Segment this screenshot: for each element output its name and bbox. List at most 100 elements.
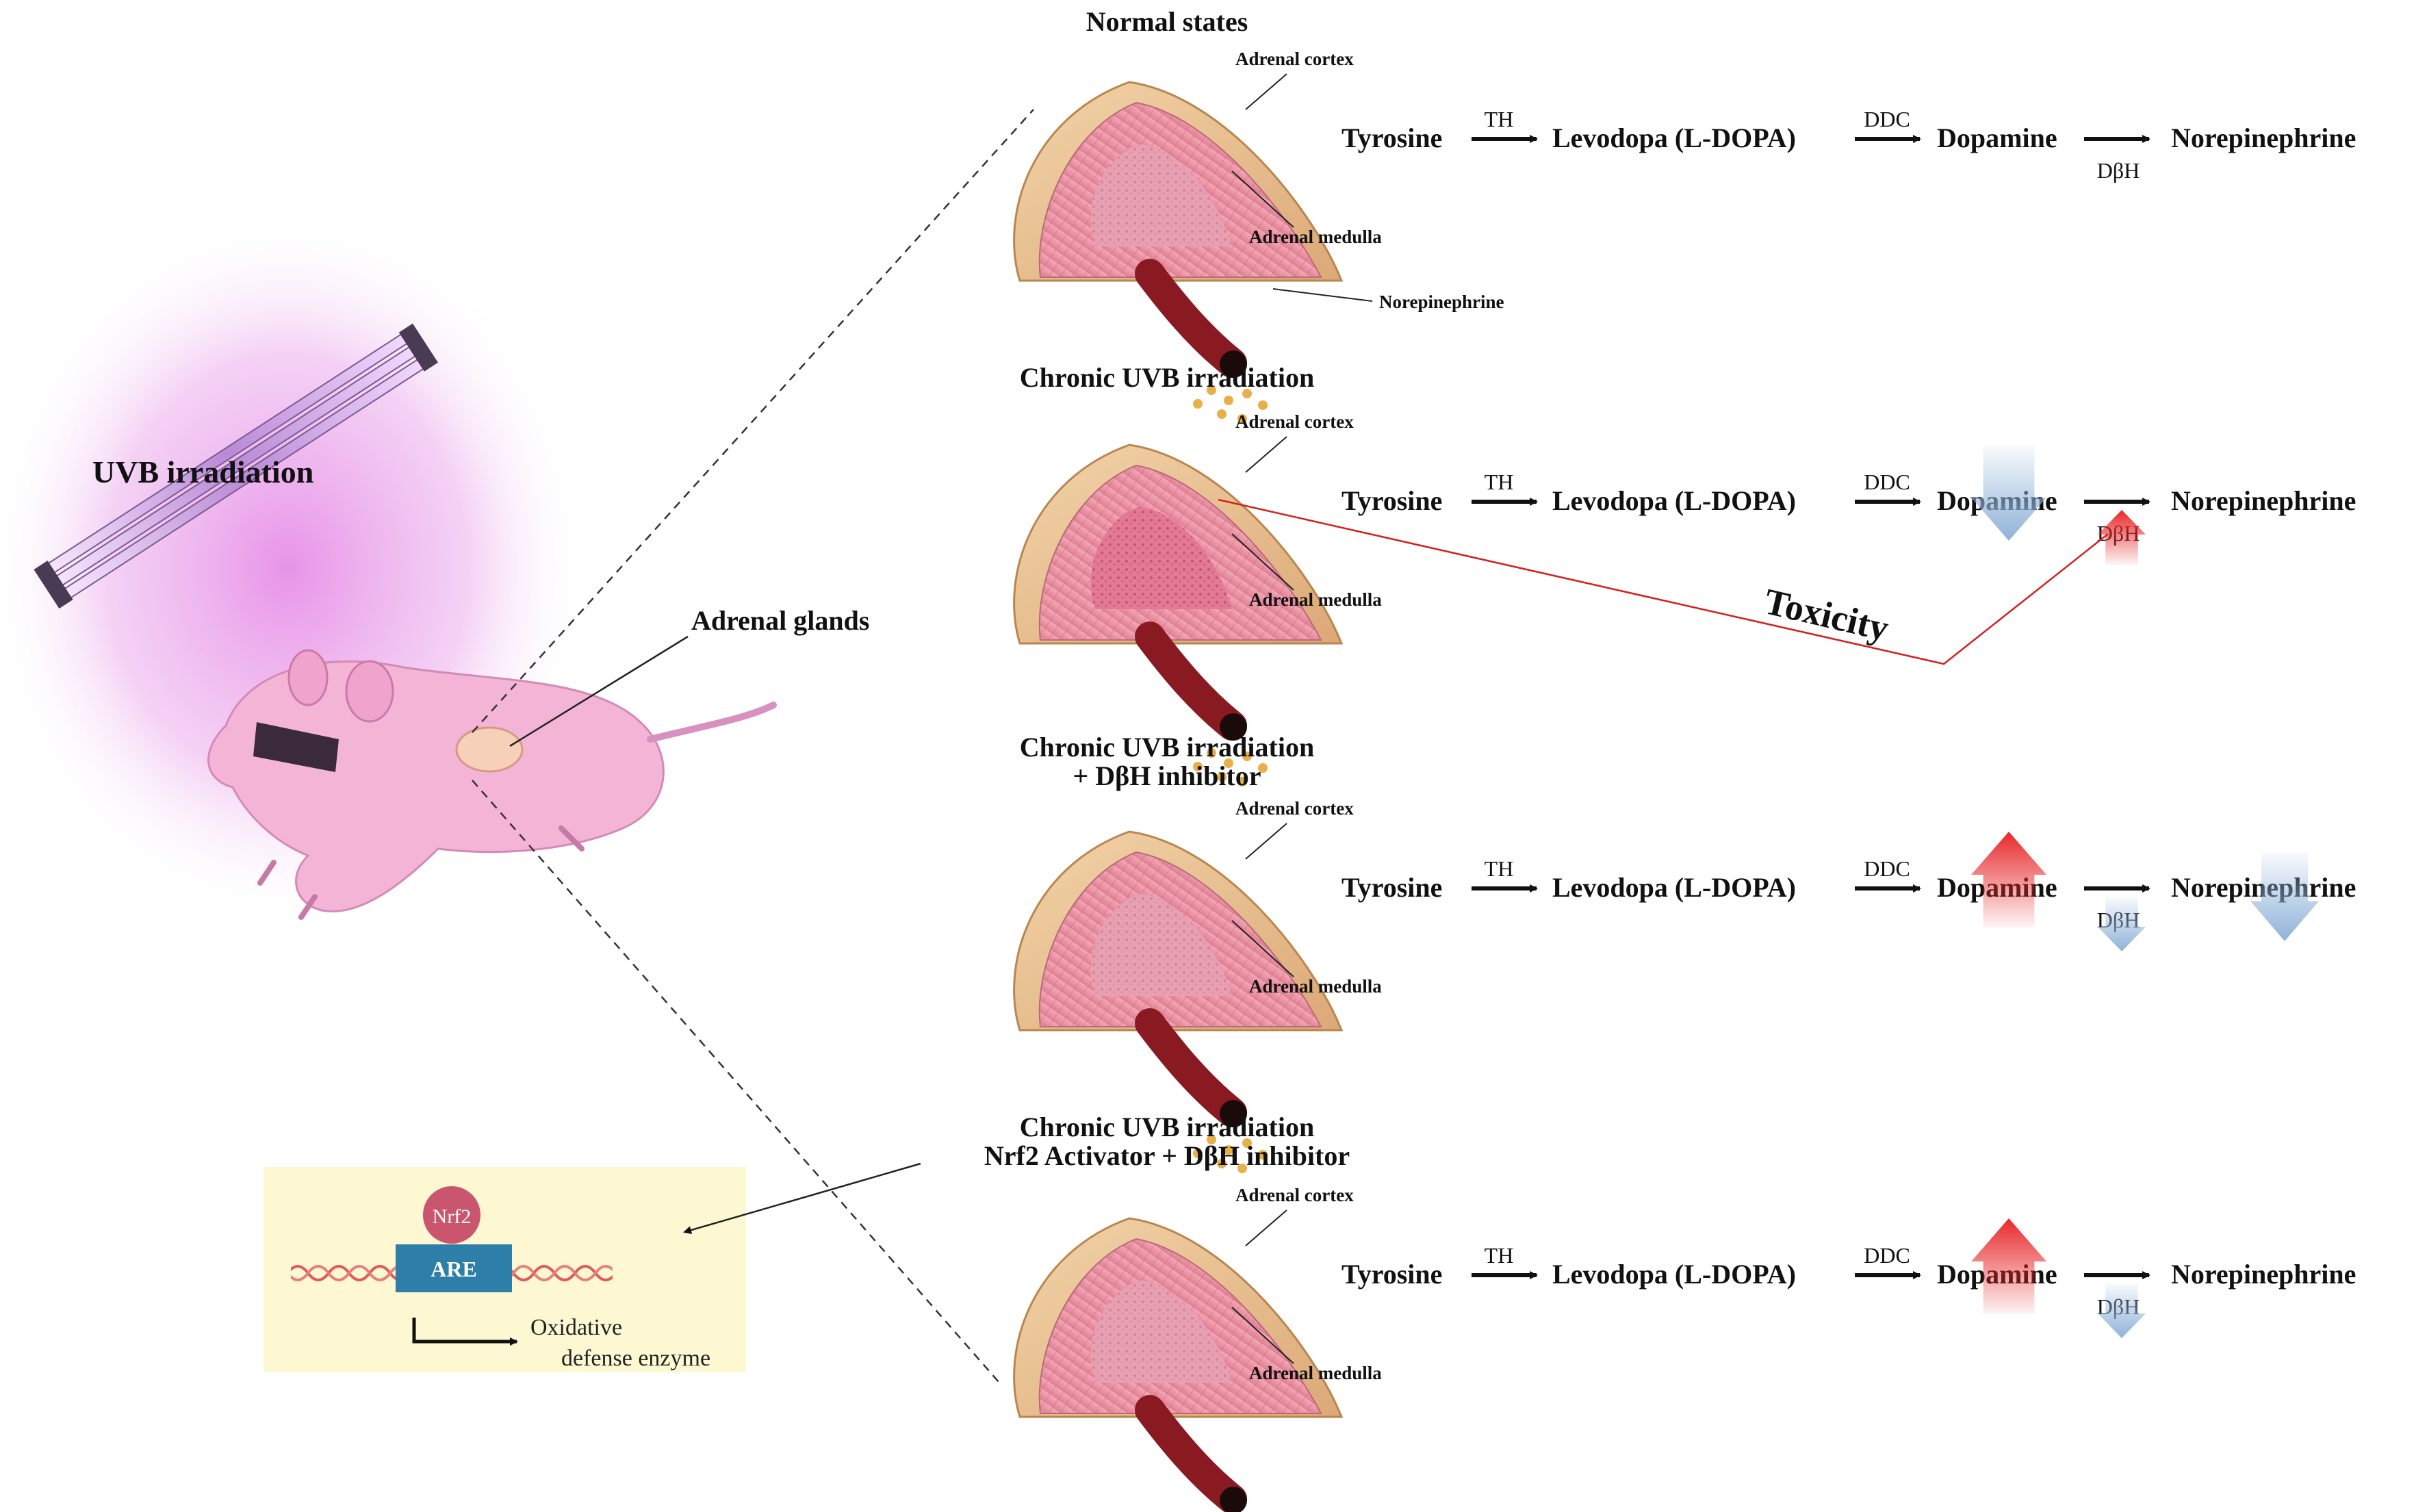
adrenal-gland-spot xyxy=(455,726,524,773)
tyrosine-label: Tyrosine xyxy=(1341,1259,1442,1290)
secretion-dot xyxy=(1242,389,1252,398)
th-label: TH xyxy=(1485,470,1514,494)
norepinephrine-label: Norepinephrine xyxy=(2171,123,2356,153)
vessel-lumen xyxy=(1220,1487,1247,1512)
toxicity-annotation: Toxicity xyxy=(1218,498,2109,665)
th-label: TH xyxy=(1485,107,1514,131)
secretion-dot xyxy=(1207,1135,1216,1144)
panel-subtitle: + DβH inhibitor xyxy=(1073,760,1261,791)
medulla-pointer xyxy=(1231,920,1294,977)
adrenal-cortex-label: Adrenal cortex xyxy=(1235,411,1354,432)
ldopa-label: Levodopa (L-DOPA) xyxy=(1552,123,1796,153)
dopamine-up-arrow xyxy=(1971,1218,2046,1314)
nrf2-label: Nrf2 xyxy=(433,1205,472,1228)
toxicity-label: Toxicity xyxy=(1760,580,1892,649)
blood-vessel xyxy=(1135,259,1247,378)
cortex-pointer xyxy=(1245,73,1287,110)
nrf2-pointer-line xyxy=(683,1162,921,1234)
secretion-dot xyxy=(1242,1138,1252,1148)
secretion-dot xyxy=(1217,772,1227,782)
secretion-dot xyxy=(1237,1164,1247,1173)
ldopa-label: Levodopa (L-DOPA) xyxy=(1552,485,1796,516)
are-label: ARE xyxy=(431,1257,477,1281)
adrenal-medulla-label: Adrenal medulla xyxy=(1249,589,1382,610)
secretion-dot xyxy=(1217,1159,1227,1168)
tyrosine-label: Tyrosine xyxy=(1341,872,1442,903)
ddc-label: DDC xyxy=(1864,107,1910,131)
norepinephrine-pointer xyxy=(1272,288,1373,302)
adrenal-medulla xyxy=(1090,507,1232,609)
secretion-dot xyxy=(1258,763,1268,773)
adrenal-medulla-label: Adrenal medulla xyxy=(1249,227,1382,247)
output-line1: Oxidative xyxy=(530,1315,622,1340)
medulla-pointer xyxy=(1231,170,1294,228)
adrenal-cross-section xyxy=(1013,81,1344,424)
norepinephrine-label: Norepinephrine xyxy=(2171,485,2356,516)
secretion-dot xyxy=(1193,1149,1203,1158)
cortex-pointer xyxy=(1245,823,1287,860)
adrenal-pointer-line xyxy=(509,635,689,747)
dbh-label: DβH xyxy=(2097,158,2140,183)
nrf2-circle xyxy=(423,1186,480,1244)
secretion-dot xyxy=(1224,758,1233,768)
dopamine-up-arrow xyxy=(1971,832,2046,927)
zoom-line-bottom xyxy=(472,780,1000,1383)
transcription-arrow xyxy=(412,1318,518,1346)
ddc-label: DDC xyxy=(1864,1243,1910,1268)
vessel-lumen xyxy=(1220,713,1247,741)
secretion-dot xyxy=(1237,777,1247,786)
th-label: TH xyxy=(1485,856,1514,881)
blood-vessel xyxy=(1135,622,1247,741)
cortex-pointer xyxy=(1245,1209,1287,1246)
panel-3: Chronic UVB irradiation + DβH inhibitorAd… xyxy=(1013,732,2356,1173)
dopamine-label: Dopamine xyxy=(1937,123,2057,153)
mouse-icon xyxy=(207,649,777,920)
panel-title: Chronic UVB irradiation xyxy=(1020,1112,1314,1142)
secretion-dot xyxy=(1237,414,1247,424)
are-box xyxy=(396,1244,512,1292)
secretion-dot xyxy=(1193,762,1203,771)
adrenal-medulla-label: Adrenal medulla xyxy=(1249,976,1382,997)
adrenal-cortex-label: Adrenal cortex xyxy=(1235,1185,1354,1205)
adrenal-glands-label: Adrenal glands xyxy=(691,605,869,636)
adrenal-cortex-label: Adrenal cortex xyxy=(1235,49,1354,69)
dbh-down-arrow xyxy=(2098,1283,2146,1338)
adrenal-cross-section xyxy=(1013,1217,1344,1512)
ddc-label: DDC xyxy=(1864,470,1910,494)
blood-vessel xyxy=(1135,1395,1247,1512)
secretion-dot xyxy=(1207,385,1216,395)
dbh-up-arrow xyxy=(2098,510,2146,565)
norepinephrine-down-arrow xyxy=(2250,852,2319,941)
cortex-pointer xyxy=(1245,436,1287,473)
uvb-scene: UVB irradiation Adrenal glands xyxy=(0,109,1034,1383)
toxicity-line xyxy=(1218,498,2109,665)
blood-vessel xyxy=(1135,1008,1247,1127)
secretion-dot xyxy=(1193,399,1203,409)
secretion-dot xyxy=(1258,400,1268,410)
adrenal-medulla-label: Adrenal medulla xyxy=(1249,1363,1382,1383)
vessel-lumen xyxy=(1220,1100,1247,1127)
secretion-dot xyxy=(1242,752,1252,761)
dopamine-down-arrow xyxy=(1971,445,2046,541)
adrenal-medulla xyxy=(1090,893,1232,996)
ldopa-label: Levodopa (L-DOPA) xyxy=(1552,1259,1796,1290)
medulla-pointer xyxy=(1231,1307,1294,1364)
secretion-dot xyxy=(1224,1145,1233,1155)
zoom-line-top xyxy=(472,109,1034,733)
uvb-lamp-icon xyxy=(34,323,438,609)
adrenal-cortex-label: Adrenal cortex xyxy=(1235,798,1354,819)
th-label: TH xyxy=(1485,1243,1514,1268)
norepinephrine-label: Norepinephrine xyxy=(2171,1259,2356,1290)
adrenal-cross-section xyxy=(1013,830,1344,1173)
adrenal-medulla xyxy=(1090,1280,1232,1383)
adrenal-medulla xyxy=(1090,144,1232,246)
dbh-down-arrow xyxy=(2098,897,2146,951)
panel-title: Chronic UVB irradiation xyxy=(1020,362,1314,393)
